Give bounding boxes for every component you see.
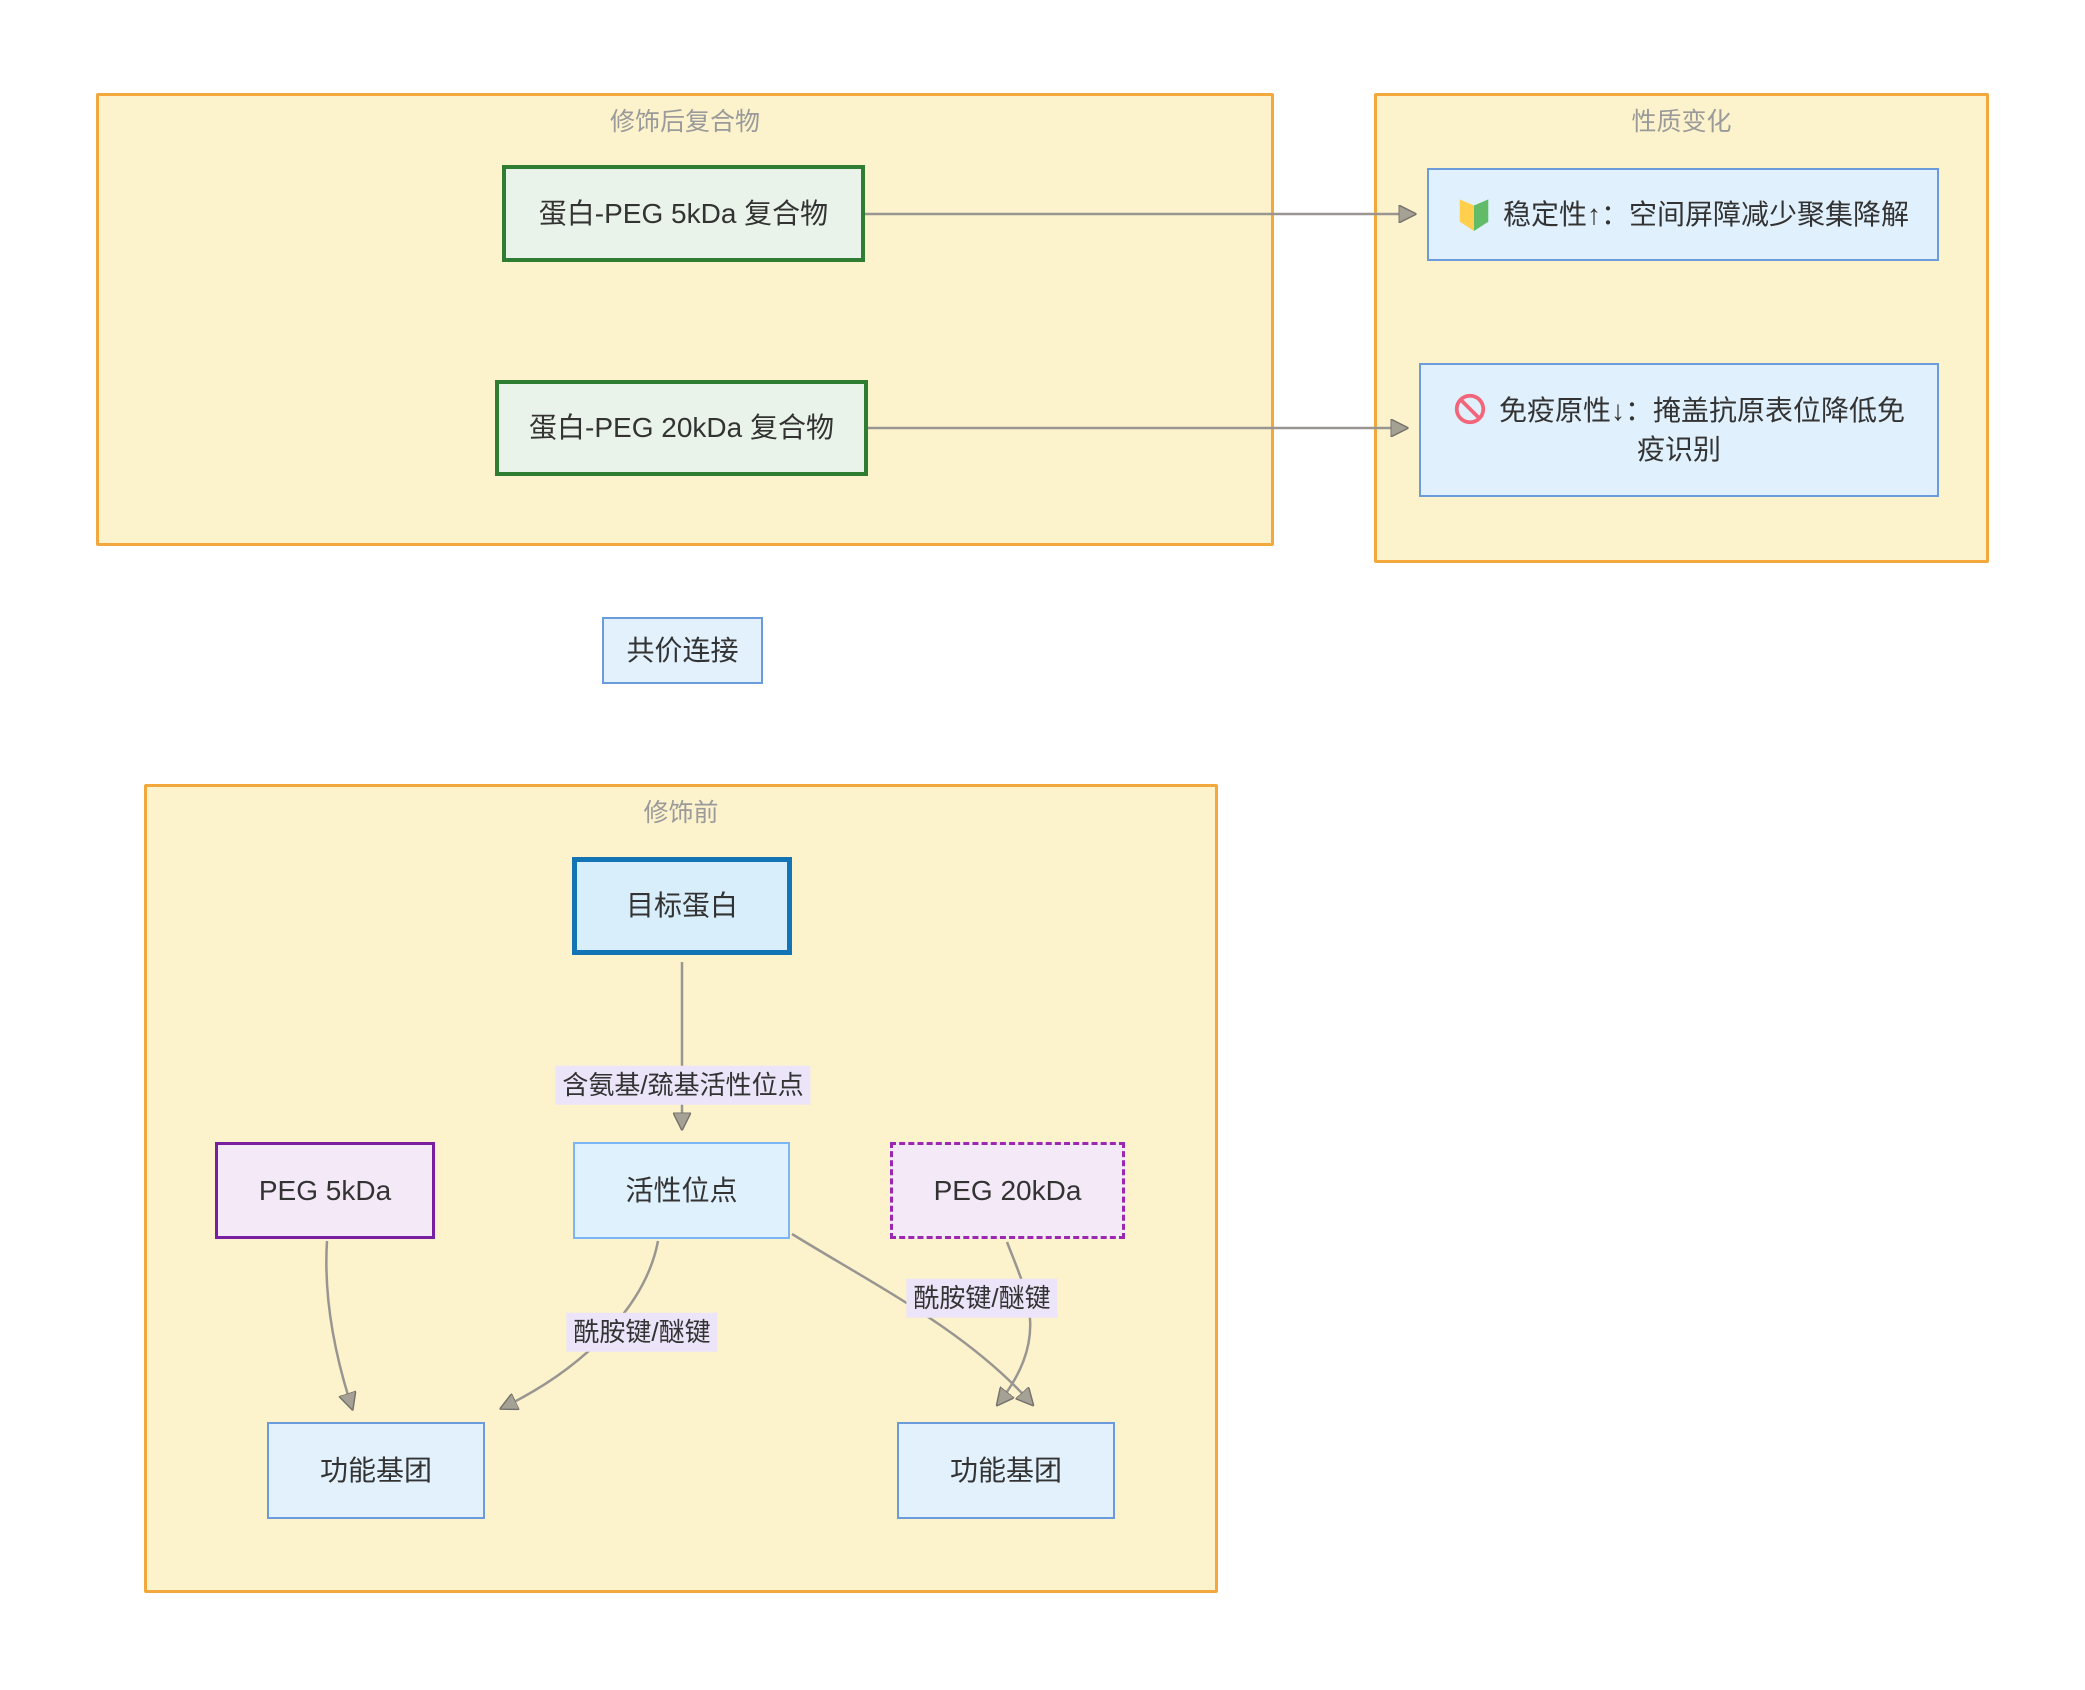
node-stability-change-label: 稳定性↑：空间屏障减少聚集降解: [1502, 198, 1909, 230]
beginner-badge-icon: [1459, 198, 1489, 231]
edge-peg20-to-functional-group-right: [998, 1241, 1032, 1404]
edge-label-amide-ether-left: 酰胺键/醚键: [566, 1312, 718, 1352]
group-property-changes-title: 性质变化: [1631, 108, 1732, 136]
node-protein-peg5-complex: 蛋白-PEG 5kDa 复合物: [502, 165, 865, 262]
prohibited-icon: [1454, 393, 1486, 424]
edge-label-amide-ether-right: 酰胺键/醚键: [906, 1278, 1058, 1318]
node-protein-peg5-complex-label: 蛋白-PEG 5kDa 复合物: [538, 197, 829, 229]
node-functional-group-right: 功能基团: [897, 1422, 1115, 1519]
node-covalent-linkage: 共价连接: [602, 617, 763, 684]
node-stability-change: 稳定性↑：空间屏障减少聚集降解: [1427, 168, 1939, 261]
group-modified-complex-title: 修饰后复合物: [609, 108, 760, 136]
edge-label-reactive-sites: 含氨基/巯基活性位点: [555, 1065, 811, 1105]
node-functional-group-left-label: 功能基团: [319, 1454, 432, 1486]
node-protein-peg20-complex: 蛋白-PEG 20kDa 复合物: [495, 380, 868, 476]
node-protein-peg20-complex-label: 蛋白-PEG 20kDa 复合物: [529, 412, 834, 444]
edge-active-site-to-functional-group-right: [791, 1232, 1032, 1404]
node-peg-20kda: PEG 20kDa: [890, 1142, 1125, 1239]
node-covalent-linkage-label: 共价连接: [626, 634, 739, 666]
node-immunogenicity-change: 免疫原性↓：掩盖抗原表位降低免疫识别: [1419, 363, 1939, 497]
node-target-protein: 目标蛋白: [572, 857, 792, 955]
node-peg-20kda-label: PEG 20kDa: [933, 1174, 1082, 1206]
group-before-modification-title: 修饰前: [643, 799, 719, 827]
node-target-protein-label: 目标蛋白: [625, 890, 738, 922]
node-functional-group-left: 功能基团: [267, 1422, 485, 1519]
node-active-site-label: 活性位点: [625, 1174, 738, 1206]
edge-peg5-to-functional-group-left: [325, 1240, 352, 1408]
node-functional-group-right-label: 功能基团: [949, 1454, 1062, 1486]
node-peg-5kda: PEG 5kDa: [215, 1142, 435, 1239]
node-immunogenicity-change-label: 免疫原性↓：掩盖抗原表位降低免疫识别: [1498, 394, 1905, 465]
node-active-site: 活性位点: [573, 1142, 790, 1239]
node-peg-5kda-label: PEG 5kDa: [258, 1174, 392, 1206]
